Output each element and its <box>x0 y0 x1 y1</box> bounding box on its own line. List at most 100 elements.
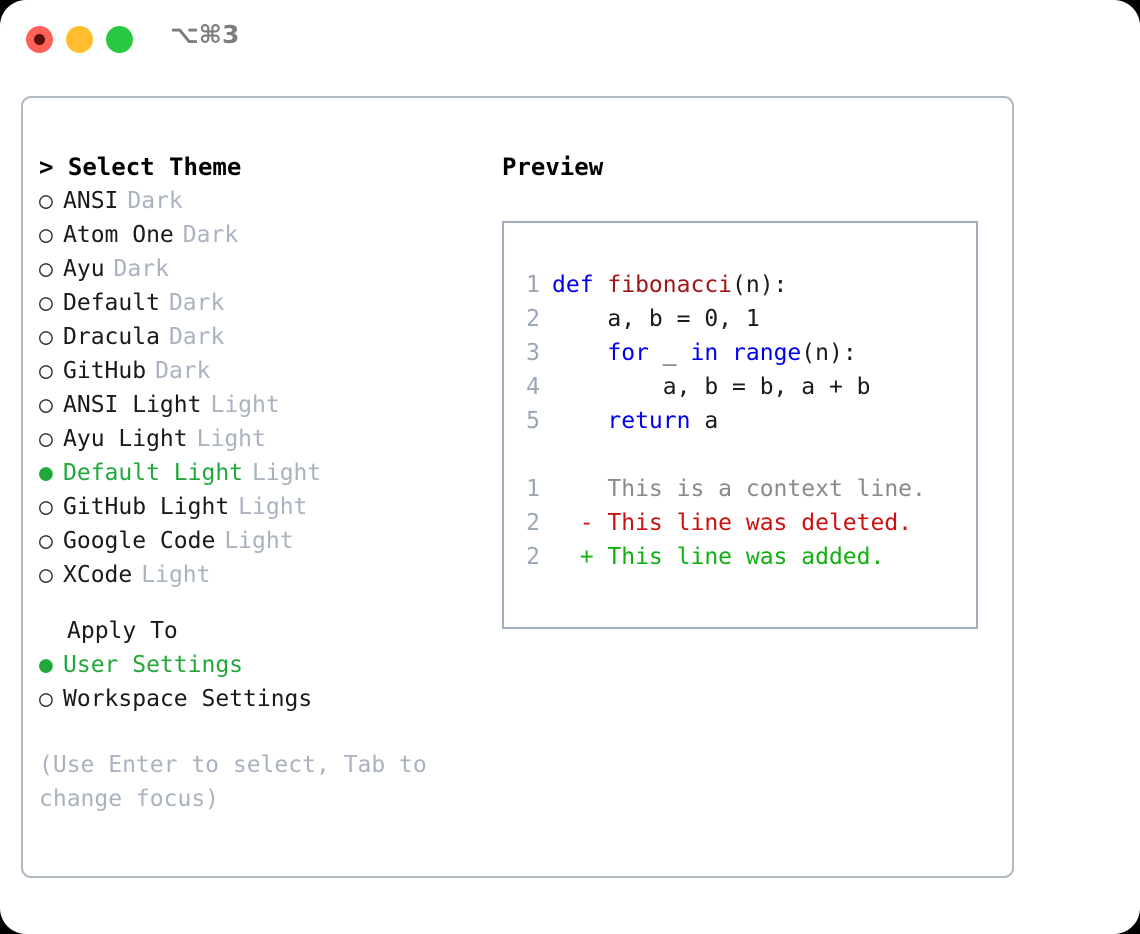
theme-option-label: Ayu Light <box>63 426 188 452</box>
line-number: 1 <box>526 272 540 298</box>
theme-option-atom-one[interactable]: ○ Atom One Dark <box>39 218 499 252</box>
theme-option-github[interactable]: ○ GitHub Dark <box>39 354 499 388</box>
diff-line: 2 - This line was deleted. <box>518 506 926 540</box>
theme-option-label: Ayu <box>63 256 105 282</box>
theme-option-kind: Dark <box>113 256 169 282</box>
radio-unselected-icon: ○ <box>39 188 53 214</box>
theme-option-kind: Dark <box>168 290 225 316</box>
keyboard-hint: (Use Enter to select, Tab to change focu… <box>39 748 459 816</box>
theme-option-dracula[interactable]: ○ Dracula Dark <box>39 320 499 354</box>
code-token <box>718 340 732 366</box>
keyboard-hint-line-1: (Use Enter to select, Tab to <box>39 752 427 778</box>
theme-option-default-light[interactable]: ● Default Light Light <box>39 456 499 490</box>
line-number: 1 <box>526 476 540 502</box>
line-number: 5 <box>526 408 540 434</box>
theme-option-label: XCode <box>63 562 133 588</box>
code-token: a, b = 0, 1 <box>552 306 760 332</box>
theme-option-label: Google Code <box>63 528 216 554</box>
line-number: 2 <box>526 306 540 332</box>
recording-indicator-icon <box>34 34 45 45</box>
code-token: for <box>607 340 649 366</box>
code-line: 4 a, b = b, a + b <box>518 370 926 404</box>
diff-line: 2 + This line was added. <box>518 540 926 574</box>
keyboard-hint-line-2: change focus) <box>39 786 220 812</box>
theme-option-label: Atom One <box>63 222 174 248</box>
code-line: 2 a, b = 0, 1 <box>518 302 926 336</box>
theme-option-label: Dracula <box>63 324 160 350</box>
code-token: return <box>607 408 691 434</box>
theme-option-label: Default <box>63 290 160 316</box>
preview-header: Preview <box>502 153 604 181</box>
theme-option-kind: Light <box>252 460 322 486</box>
theme-option-label: Default Light <box>63 460 244 486</box>
theme-option-kind: Dark <box>155 358 211 384</box>
apply-to-label: Apply To <box>67 618 178 644</box>
theme-option-kind: Dark <box>168 324 225 350</box>
select-theme-header: > Select Theme <box>39 153 242 181</box>
radio-unselected-icon: ○ <box>39 222 53 248</box>
minimize-button-icon[interactable] <box>66 26 93 53</box>
line-number: 2 <box>526 544 540 570</box>
code-token: (n): <box>801 340 857 366</box>
code-line: 3 for _ in range(n): <box>518 336 926 370</box>
radio-unselected-icon: ○ <box>39 494 53 520</box>
radio-unselected-icon: ○ <box>39 426 53 452</box>
close-button-icon[interactable] <box>26 26 53 53</box>
theme-option-kind: Light <box>196 426 266 452</box>
theme-option-xcode[interactable]: ○ XCode Light <box>39 558 499 592</box>
radio-unselected-icon: ○ <box>39 290 53 316</box>
theme-option-label: ANSI Light <box>63 392 202 418</box>
apply-to-option-workspace-settings[interactable]: ○Workspace Settings <box>39 682 499 716</box>
radio-selected-icon: ● <box>39 652 53 678</box>
theme-option-label: GitHub <box>63 358 147 384</box>
radio-unselected-icon: ○ <box>39 256 53 282</box>
theme-option-ayu[interactable]: ○ Ayu Dark <box>39 252 499 286</box>
code-token: _ <box>648 340 691 366</box>
radio-unselected-icon: ○ <box>39 358 53 384</box>
line-number: 4 <box>526 374 540 400</box>
diff-line-text: This is a context line. <box>552 476 926 502</box>
radio-selected-icon: ● <box>39 460 53 486</box>
theme-option-ayu-light[interactable]: ○ Ayu Light Light <box>39 422 499 456</box>
code-token: in <box>690 340 719 366</box>
theme-option-kind: Light <box>224 528 294 554</box>
line-number: 3 <box>526 340 540 366</box>
code-token: a, b = b, a + b <box>552 374 871 400</box>
window-shortcut-label: ⌥⌘3 <box>170 20 240 49</box>
theme-option-github-light[interactable]: ○ GitHub Light Light <box>39 490 499 524</box>
code-line: 5 return a <box>518 404 926 438</box>
apply-to-option-label: Workspace Settings <box>63 686 313 712</box>
code-spacer <box>518 438 926 472</box>
code-token: def <box>552 272 608 298</box>
radio-unselected-icon: ○ <box>39 392 53 418</box>
apply-to-options: ● User Settings ○Workspace Settings <box>39 648 499 716</box>
theme-option-kind: Dark <box>182 222 239 248</box>
diff-line-text: - This line was deleted. <box>552 510 913 536</box>
code-token: range <box>732 340 802 366</box>
theme-option-kind: Light <box>238 494 308 520</box>
theme-option-label: ANSI <box>63 188 119 214</box>
maximize-button-icon[interactable] <box>106 26 133 53</box>
title-bar: ⌥⌘3 <box>0 0 1140 78</box>
apply-to-option-label: User Settings <box>63 652 244 678</box>
code-token <box>552 340 607 366</box>
apply-to-section: Apply To ● User Settings ○Workspace Settin… <box>39 614 499 716</box>
code-token <box>552 408 607 434</box>
theme-option-default[interactable]: ○ Default Dark <box>39 286 499 320</box>
theme-option-kind: Light <box>141 562 211 588</box>
line-number: 2 <box>526 510 540 536</box>
radio-unselected-icon: ○ <box>39 562 53 588</box>
radio-unselected-icon: ○ <box>39 324 53 350</box>
theme-option-label: GitHub Light <box>63 494 230 520</box>
code-token: (n): <box>732 272 788 298</box>
apply-to-option-user-settings[interactable]: ● User Settings <box>39 648 499 682</box>
